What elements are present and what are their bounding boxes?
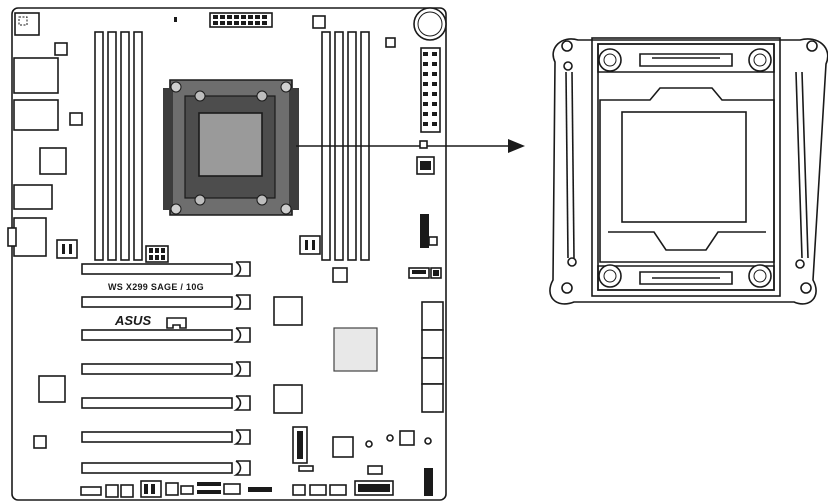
board-model-label: WS X299 SAGE / 10G: [108, 282, 204, 292]
motherboard-diagram: WS X299 SAGE / 10G ASUS: [7, 7, 525, 501]
chipset-heatsink: [333, 327, 378, 372]
chip: [38, 375, 66, 403]
cpu-die-closeup: [621, 111, 747, 223]
cpu-die: [198, 112, 263, 177]
dimm-slots-left: [94, 31, 143, 261]
board-outline: [11, 7, 447, 501]
atx-power-connector: [420, 47, 441, 133]
m2-slot: [292, 426, 314, 472]
bottom-headers: [80, 480, 394, 498]
cmos-battery: [413, 7, 447, 41]
chip: [273, 296, 303, 326]
eps-connector: [145, 245, 169, 263]
load-lever-right: [795, 71, 809, 269]
chip: [273, 384, 303, 414]
connector-outline: [166, 317, 187, 329]
fan-header: [56, 239, 78, 259]
sata-ports: [421, 301, 444, 413]
asus-logo: ASUS: [114, 313, 151, 328]
pcie-slots: [81, 261, 251, 476]
cpu-socket-onboard: [163, 79, 299, 216]
top-headers: [174, 12, 326, 29]
lga2066-socket-closeup-icon: [549, 37, 828, 305]
fan-header: [299, 235, 321, 255]
mounting-screws: [598, 48, 772, 288]
sata-connector: [416, 156, 435, 175]
usb-header: [408, 267, 442, 279]
socket-retention-frame: [549, 38, 828, 305]
rear-io-panel: [7, 57, 67, 257]
load-lever-left: [563, 61, 577, 267]
arrow-right-icon: [296, 139, 525, 153]
